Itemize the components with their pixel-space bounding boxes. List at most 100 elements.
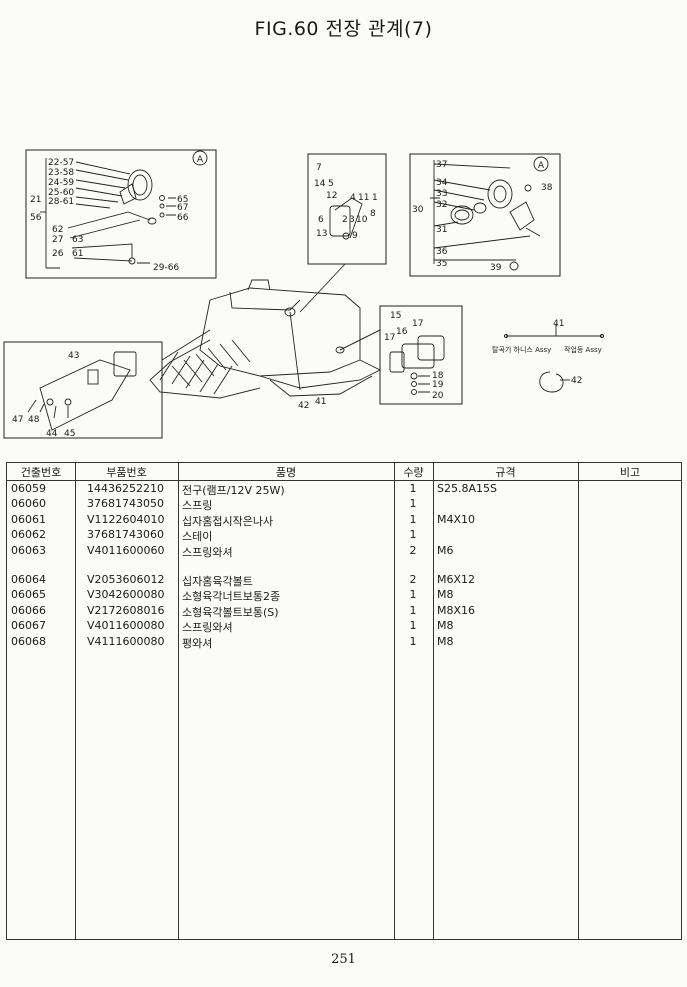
svg-text:23-58: 23-58 xyxy=(48,168,74,178)
table-row: 06064 V2053606012 십자홈육각볼트 2 M6X12 xyxy=(7,573,681,588)
svg-text:2: 2 xyxy=(342,215,348,225)
row-spec: M4X10 xyxy=(437,512,476,526)
svg-text:39: 39 xyxy=(490,263,502,273)
svg-text:19: 19 xyxy=(432,380,444,390)
svg-text:25-60: 25-60 xyxy=(48,188,74,198)
svg-text:27: 27 xyxy=(52,235,63,245)
svg-text:48: 48 xyxy=(28,415,40,425)
header-note: 비고 xyxy=(619,466,641,479)
row-no: 06063 xyxy=(11,543,46,557)
row-no: 06064 xyxy=(11,572,46,586)
row-qty: 1 xyxy=(409,528,417,542)
svg-text:30: 30 xyxy=(412,205,424,215)
row-spec: M8 xyxy=(437,588,454,602)
svg-text:16: 16 xyxy=(396,327,408,337)
row-part-no: 37681743060 xyxy=(87,528,164,542)
svg-text:44: 44 xyxy=(46,429,58,439)
row-name: 전구(램프/12V 25W) xyxy=(182,484,285,497)
svg-text:42: 42 xyxy=(571,376,582,386)
svg-text:6: 6 xyxy=(318,215,324,225)
row-qty: 1 xyxy=(409,497,417,511)
svg-text:61: 61 xyxy=(72,249,83,259)
svg-text:65: 65 xyxy=(177,195,188,205)
row-no: 06061 xyxy=(11,512,46,526)
header-part-no: 부품번호 xyxy=(106,466,147,479)
row-spec: S25.8A15S xyxy=(437,482,497,495)
svg-text:1: 1 xyxy=(372,193,378,203)
table-body: 06059 14436252210 전구(램프/12V 25W) 1 S25.8… xyxy=(7,482,681,650)
row-name: 소형육각너트보통2종 xyxy=(182,590,281,604)
row-part-no: V3042600080 xyxy=(87,588,165,602)
svg-text:14: 14 xyxy=(314,179,326,189)
svg-text:28-61: 28-61 xyxy=(48,197,74,207)
header-no: 건출번호 xyxy=(20,466,62,479)
table-row: 06060 37681743050 스프링 1 xyxy=(7,497,681,512)
svg-text:38: 38 xyxy=(541,183,553,193)
svg-text:4: 4 xyxy=(350,193,356,203)
row-no: 06060 xyxy=(11,497,46,511)
row-name: 스프링 xyxy=(182,499,213,513)
row-no: 06062 xyxy=(11,528,46,542)
svg-text:32: 32 xyxy=(436,200,447,210)
svg-text:67: 67 xyxy=(177,203,188,213)
svg-text:5: 5 xyxy=(328,179,334,189)
table-row: 06061 V1122604010 십자홈접시작은나사 1 M4X10 xyxy=(7,513,681,528)
column-divider xyxy=(178,463,179,939)
table-header: 건출번호 부품번호 품명 수량 규격 비고 xyxy=(7,463,681,481)
column-divider xyxy=(394,463,395,939)
table-row: 06062 37681743060 스테이 1 xyxy=(7,528,681,543)
svg-text:34: 34 xyxy=(436,178,448,188)
row-part-no: V2053606012 xyxy=(87,572,165,586)
wiring-harness-diagram: 41 탈곡기 하니스 Assy 작업등 Assy 42 xyxy=(492,319,604,393)
svg-text:29-66: 29-66 xyxy=(153,263,179,273)
svg-text:35: 35 xyxy=(436,259,447,269)
svg-text:13: 13 xyxy=(316,229,327,239)
svg-text:24-59: 24-59 xyxy=(48,178,74,188)
table-row: 06063 V4011600060 스프링와셔 2 M6 xyxy=(7,544,681,559)
row-spec: M8 xyxy=(437,634,454,648)
svg-text:63: 63 xyxy=(72,235,83,245)
row-spec: M6 xyxy=(437,543,454,557)
row-name: 스테이 xyxy=(182,530,213,544)
row-part-no: 37681743050 xyxy=(87,497,164,511)
row-name: 십자홈접시작은나사 xyxy=(182,514,274,528)
harness-label-left: 탈곡기 하니스 Assy xyxy=(492,345,551,354)
svg-text:17: 17 xyxy=(412,319,423,329)
svg-text:36: 36 xyxy=(436,247,448,257)
row-spec: M8 xyxy=(437,619,454,633)
row-spec: M8X16 xyxy=(437,603,476,617)
lower-middle-inset-lamp-box: 15 16 17 17 18 19 20 xyxy=(379,305,463,405)
row-name: 스프링와셔 xyxy=(182,621,233,635)
row-qty: 1 xyxy=(409,588,417,602)
row-qty: 1 xyxy=(409,634,417,648)
svg-text:17: 17 xyxy=(384,333,395,343)
table-row: 06066 V2172608016 소형육각볼트보통(S) 1 M8X16 xyxy=(7,604,681,619)
left-inset-lamp-assembly: A 22-57 23-58 24-59 25-60 21 28-61 56 62… xyxy=(25,149,217,279)
row-no: 06068 xyxy=(11,634,46,648)
row-no: 06059 xyxy=(11,482,46,495)
page-title: FIG.60 전장 관계(7) xyxy=(254,18,433,40)
row-part-no: V2172608016 xyxy=(87,603,165,617)
svg-text:10: 10 xyxy=(356,215,368,225)
combine-harvester-illustration xyxy=(149,279,382,399)
svg-text:56: 56 xyxy=(30,213,42,223)
inset-marker-right: A xyxy=(538,161,545,171)
exploded-parts-diagram: A 22-57 23-58 24-59 25-60 21 28-61 56 62… xyxy=(3,149,604,439)
svg-text:43: 43 xyxy=(68,351,79,361)
row-qty: 1 xyxy=(409,482,417,495)
column-divider xyxy=(578,463,579,939)
row-part-no: V4111600080 xyxy=(87,634,165,648)
row-qty: 1 xyxy=(409,619,417,633)
svg-text:21: 21 xyxy=(30,195,41,205)
top-middle-inset-switch: 7 14 5 12 4 11 1 6 2 3 10 8 13 9 xyxy=(307,153,387,265)
inset-marker: A xyxy=(197,155,204,165)
parts-table: 건출번호 부품번호 품명 수량 규격 비고 06059 14436252210 … xyxy=(6,462,682,940)
table-row: 06059 14436252210 전구(램프/12V 25W) 1 S25.8… xyxy=(7,482,681,497)
svg-text:8: 8 xyxy=(370,209,376,219)
svg-text:45: 45 xyxy=(64,429,75,439)
row-name: 평와셔 xyxy=(182,636,213,650)
header-name: 품명 xyxy=(275,466,297,479)
svg-text:3: 3 xyxy=(349,215,355,225)
row-part-no: V1122604010 xyxy=(87,512,165,526)
row-part-no: V4011600060 xyxy=(87,543,165,557)
